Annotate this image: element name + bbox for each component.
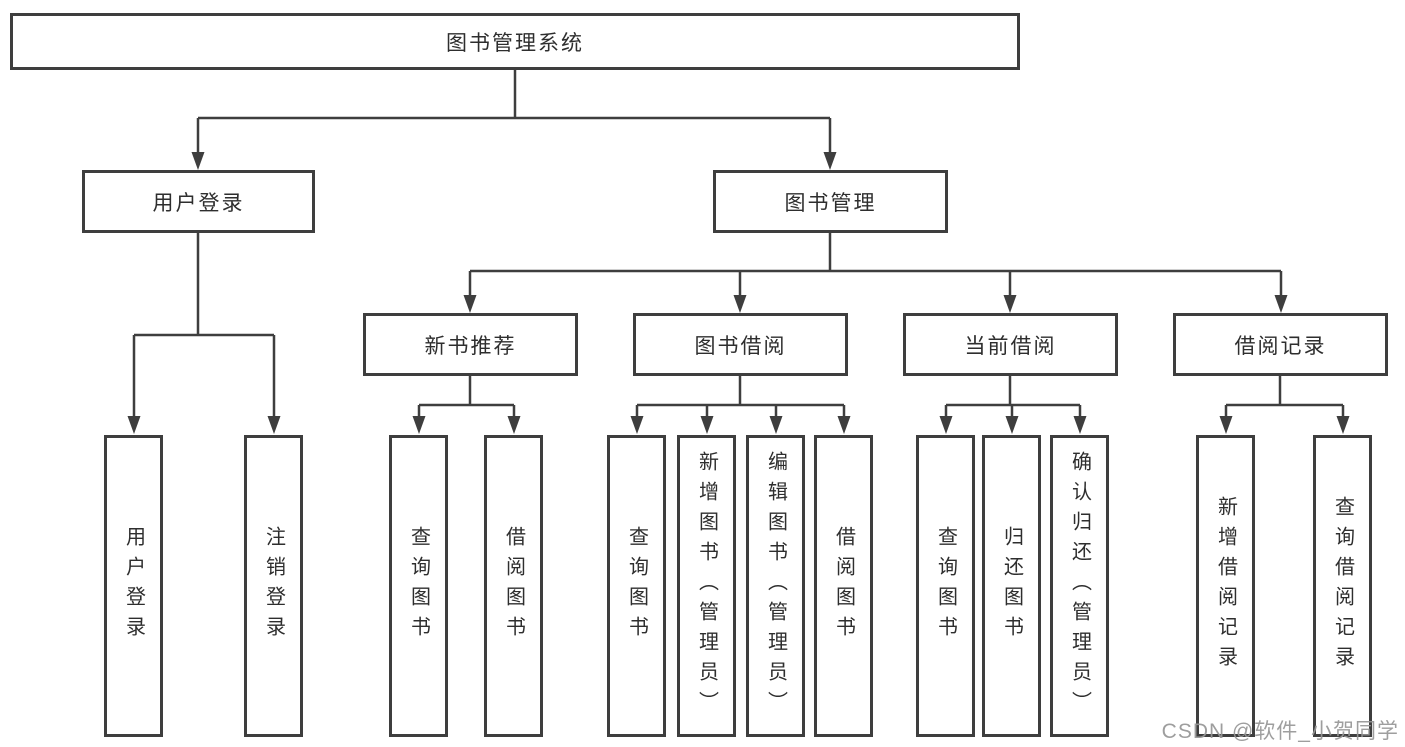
leaf-br-query-record-label: 查询借阅记录 xyxy=(1331,496,1354,676)
leaf-rec-borrow-books: 借阅图书 xyxy=(484,435,543,737)
leaf-br-query-record: 查询借阅记录 xyxy=(1313,435,1372,737)
leaf-bb-borrow-books: 借阅图书 xyxy=(814,435,873,737)
leaf-logout-label: 注销登录 xyxy=(262,526,285,646)
leaf-rec-query-books: 查询图书 xyxy=(389,435,448,737)
leaf-cb-confirm-return-admin-label: 确认归还（管理员） xyxy=(1068,451,1091,721)
node-current-borrowing-label: 当前借阅 xyxy=(964,334,1057,358)
leaf-logout: 注销登录 xyxy=(244,435,303,737)
leaf-cb-return-books: 归还图书 xyxy=(982,435,1041,737)
node-root: 图书管理系统 xyxy=(10,13,1020,70)
leaf-rec-query-books-label: 查询图书 xyxy=(407,526,430,646)
leaf-cb-query-books-label: 查询图书 xyxy=(934,526,957,646)
node-book-management: 图书管理 xyxy=(713,170,948,233)
leaf-br-add-record: 新增借阅记录 xyxy=(1196,435,1255,737)
watermark: CSDN @软件_小贺同学 xyxy=(1161,720,1399,743)
leaf-cb-return-books-label: 归还图书 xyxy=(1000,526,1023,646)
node-new-book-recommend-label: 新书推荐 xyxy=(424,334,517,358)
leaf-br-add-record-label: 新增借阅记录 xyxy=(1214,496,1237,676)
leaf-bb-query-books: 查询图书 xyxy=(607,435,666,737)
leaf-rec-borrow-books-label: 借阅图书 xyxy=(502,526,525,646)
leaf-bb-query-books-label: 查询图书 xyxy=(625,526,648,646)
leaf-user-login-label: 用户登录 xyxy=(122,526,145,646)
leaf-bb-add-books-admin-label: 新增图书（管理员） xyxy=(695,451,718,721)
node-borrowing-records: 借阅记录 xyxy=(1173,313,1388,376)
node-current-borrowing: 当前借阅 xyxy=(903,313,1118,376)
leaf-bb-add-books-admin: 新增图书（管理员） xyxy=(677,435,736,737)
node-new-book-recommend: 新书推荐 xyxy=(363,313,578,376)
node-user-login-label: 用户登录 xyxy=(152,191,245,215)
leaf-bb-borrow-books-label: 借阅图书 xyxy=(832,526,855,646)
node-book-management-label: 图书管理 xyxy=(784,191,877,215)
leaf-user-login: 用户登录 xyxy=(104,435,163,737)
leaf-cb-confirm-return-admin: 确认归还（管理员） xyxy=(1050,435,1109,737)
node-book-borrowing-label: 图书借阅 xyxy=(694,334,787,358)
node-book-borrowing: 图书借阅 xyxy=(633,313,848,376)
node-user-login: 用户登录 xyxy=(82,170,315,233)
leaf-bb-edit-books-admin: 编辑图书（管理员） xyxy=(746,435,805,737)
node-borrowing-records-label: 借阅记录 xyxy=(1234,334,1327,358)
node-root-label: 图书管理系统 xyxy=(446,31,584,55)
leaf-bb-edit-books-admin-label: 编辑图书（管理员） xyxy=(764,451,787,721)
leaf-cb-query-books: 查询图书 xyxy=(916,435,975,737)
